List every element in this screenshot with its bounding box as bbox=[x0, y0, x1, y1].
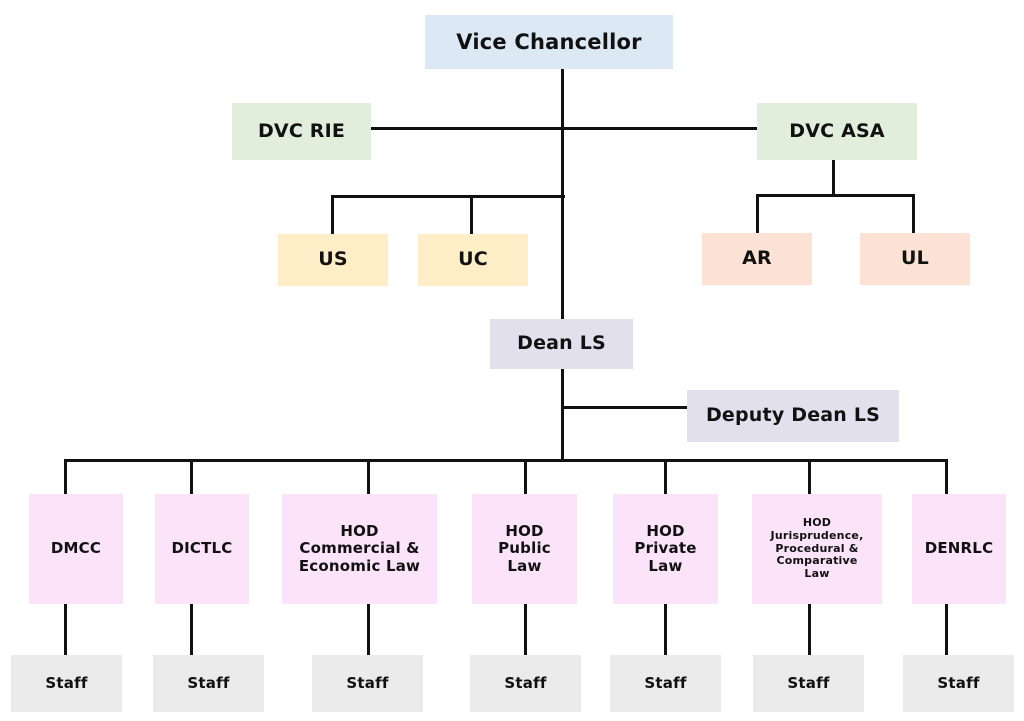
node-label: Staff bbox=[504, 673, 547, 692]
node-staff-dmcc[interactable]: Staff bbox=[11, 655, 122, 712]
node-deputy-dean-ls[interactable]: Deputy Dean LS bbox=[687, 390, 899, 442]
connector-dmcc-staff bbox=[64, 604, 67, 656]
node-staff-hod-private[interactable]: Staff bbox=[610, 655, 721, 712]
connector-denrlc-drop bbox=[945, 459, 948, 494]
node-staff-hod-commercial[interactable]: Staff bbox=[312, 655, 423, 712]
node-label: Vice Chancellor bbox=[456, 29, 642, 54]
node-dictlc[interactable]: DICTLC bbox=[155, 494, 249, 604]
node-label: US bbox=[318, 248, 348, 271]
node-label: Staff bbox=[644, 673, 687, 692]
node-label-line-2: Public bbox=[498, 539, 551, 558]
connector-dvcasa-stem bbox=[832, 160, 835, 196]
node-label: DICTLC bbox=[171, 539, 233, 558]
node-staff-hod-juris[interactable]: Staff bbox=[753, 655, 864, 712]
connector-hod-commercial-staff bbox=[367, 604, 370, 656]
connector-dictlc-drop bbox=[190, 459, 193, 494]
node-hod-private-law[interactable]: HOD Private Law bbox=[613, 494, 718, 604]
connector-dvcasa-bus bbox=[756, 194, 915, 197]
node-us[interactable]: US bbox=[278, 234, 388, 286]
connector-hod-private-staff bbox=[664, 604, 667, 656]
node-dmcc[interactable]: DMCC bbox=[29, 494, 123, 604]
node-label: UL bbox=[901, 247, 929, 270]
node-label-line-1: HOD bbox=[646, 522, 685, 541]
connector-ul-drop bbox=[912, 194, 915, 234]
connector-hod-juris-drop bbox=[808, 459, 811, 494]
node-label-line-5: Law bbox=[804, 566, 830, 580]
node-hod-commercial-economic-law[interactable]: HOD Commercial & Economic Law bbox=[282, 494, 437, 604]
connector-dvcrie-bus bbox=[331, 195, 565, 198]
node-label: Staff bbox=[937, 673, 980, 692]
node-label: DENRLC bbox=[924, 539, 994, 558]
connector-dvc-bus bbox=[370, 127, 762, 130]
node-label-line-1: HOD bbox=[340, 522, 379, 541]
node-uc[interactable]: UC bbox=[418, 234, 528, 286]
node-label: Staff bbox=[187, 673, 230, 692]
node-staff-denrlc[interactable]: Staff bbox=[903, 655, 1014, 712]
node-label-line-1: HOD bbox=[802, 516, 832, 530]
node-label-line-2: Jurisprudence, bbox=[770, 529, 864, 543]
node-label: UC bbox=[458, 248, 488, 271]
connector-hod-juris-staff bbox=[808, 604, 811, 656]
node-staff-dictlc[interactable]: Staff bbox=[153, 655, 264, 712]
node-label: AR bbox=[742, 247, 772, 270]
connector-dmcc-drop bbox=[64, 459, 67, 494]
node-label: DMCC bbox=[50, 539, 102, 558]
connector-hod-public-staff bbox=[524, 604, 527, 656]
node-label: Staff bbox=[787, 673, 830, 692]
node-label: Staff bbox=[45, 673, 88, 692]
node-ul[interactable]: UL bbox=[860, 233, 970, 285]
node-dean-ls[interactable]: Dean LS bbox=[490, 319, 633, 369]
node-label-line-1: HOD bbox=[505, 522, 544, 541]
connector-deputy-dean bbox=[561, 406, 688, 409]
connector-dean-trunk bbox=[561, 369, 564, 461]
connector-us-drop bbox=[331, 195, 334, 235]
node-label: DVC RIE bbox=[257, 119, 346, 142]
node-ar[interactable]: AR bbox=[702, 233, 812, 285]
connector-hod-private-drop bbox=[664, 459, 667, 494]
node-label-line-2: Private bbox=[634, 539, 697, 558]
connector-ar-drop bbox=[756, 194, 759, 234]
node-hod-jurisprudence-procedural-comparative-law[interactable]: HOD Jurisprudence, Procedural & Comparat… bbox=[752, 494, 882, 604]
node-dvc-rie[interactable]: DVC RIE bbox=[232, 103, 371, 160]
connector-vc-trunk bbox=[561, 69, 564, 129]
connector-uc-drop bbox=[470, 195, 473, 235]
node-label: DVC ASA bbox=[789, 119, 885, 142]
node-label: Deputy Dean LS bbox=[705, 404, 881, 427]
node-label-line-3: Law bbox=[648, 556, 683, 575]
node-label-line-3: Law bbox=[507, 556, 542, 575]
node-label-line-3: Procedural & bbox=[775, 541, 859, 555]
connector-hod-commercial-drop bbox=[367, 459, 370, 494]
node-vice-chancellor[interactable]: Vice Chancellor bbox=[425, 15, 673, 69]
connector-denrlc-staff bbox=[945, 604, 948, 656]
node-label-line-2: Commercial & bbox=[299, 539, 420, 558]
connector-dictlc-staff bbox=[190, 604, 193, 656]
connector-dept-bus bbox=[64, 459, 948, 462]
connector-vc-dean-trunk bbox=[561, 130, 564, 322]
node-label-line-4: Comparative bbox=[776, 554, 858, 568]
connector-hod-public-drop bbox=[524, 459, 527, 494]
node-dvc-asa[interactable]: DVC ASA bbox=[757, 103, 917, 160]
node-label: Dean LS bbox=[517, 332, 606, 355]
node-label-line-3: Economic Law bbox=[298, 556, 421, 575]
node-label: Staff bbox=[346, 673, 389, 692]
node-hod-public-law[interactable]: HOD Public Law bbox=[472, 494, 577, 604]
node-denrlc[interactable]: DENRLC bbox=[912, 494, 1006, 604]
node-staff-hod-public[interactable]: Staff bbox=[470, 655, 581, 712]
